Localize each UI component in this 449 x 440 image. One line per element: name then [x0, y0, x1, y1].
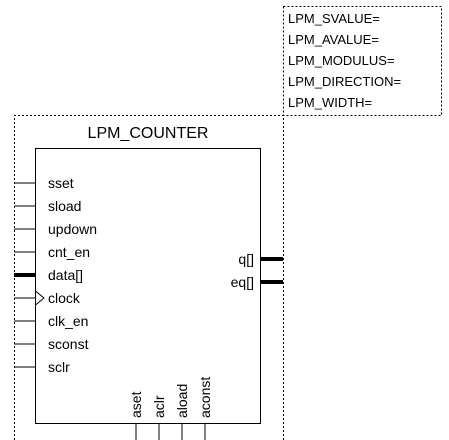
port-label-clock: clock: [48, 290, 81, 306]
bottom-port-3: aconst: [197, 377, 213, 440]
param-avalue: LPM_AVALUE=: [288, 32, 379, 47]
left-port-5: clock: [14, 290, 81, 306]
counter-block: [35, 148, 261, 424]
right-port-1: eq[]: [231, 274, 283, 290]
port-label-aset: aset: [128, 391, 144, 418]
port-label-data: data[]: [48, 267, 83, 283]
port-label-clk-en: clk_en: [48, 313, 88, 329]
port-label-updown: updown: [48, 221, 97, 237]
left-port-1: sload: [14, 198, 81, 214]
clock-triangle-icon: [35, 290, 45, 306]
port-label-aconst: aconst: [197, 377, 213, 418]
left-port-2: updown: [14, 221, 97, 237]
left-port-6: clk_en: [14, 313, 88, 329]
param-svalue: LPM_SVALUE=: [288, 11, 380, 26]
port-label-aclr: aclr: [151, 395, 167, 418]
param-modulus: LPM_MODULUS=: [288, 53, 395, 68]
parameter-list: LPM_SVALUE= LPM_AVALUE= LPM_MODULUS= LPM…: [288, 11, 401, 110]
port-label-sconst: sconst: [48, 336, 89, 352]
port-label-sclr: sclr: [48, 359, 70, 375]
port-label-cnt-en: cnt_en: [48, 244, 90, 260]
param-width: LPM_WIDTH=: [288, 95, 372, 110]
right-port-0: q[]: [238, 251, 283, 267]
param-direction: LPM_DIRECTION=: [288, 74, 401, 89]
port-label-q: q[]: [238, 251, 254, 267]
bottom-port-0: aset: [128, 391, 144, 440]
left-port-3: cnt_en: [14, 244, 90, 260]
left-port-8: sclr: [14, 359, 70, 375]
port-label-sset: sset: [48, 175, 74, 191]
left-port-0: sset: [14, 175, 74, 191]
left-port-7: sconst: [14, 336, 89, 352]
port-label-eq: eq[]: [231, 274, 254, 290]
port-label-aload: aload: [174, 384, 190, 418]
port-label-sload: sload: [48, 198, 81, 214]
parameter-box: [283, 6, 442, 116]
symbol-title: LPM_COUNTER: [88, 125, 209, 142]
bottom-port-2: aload: [174, 384, 190, 440]
left-port-4: data[]: [14, 267, 83, 283]
bottom-port-1: aclr: [151, 395, 167, 440]
